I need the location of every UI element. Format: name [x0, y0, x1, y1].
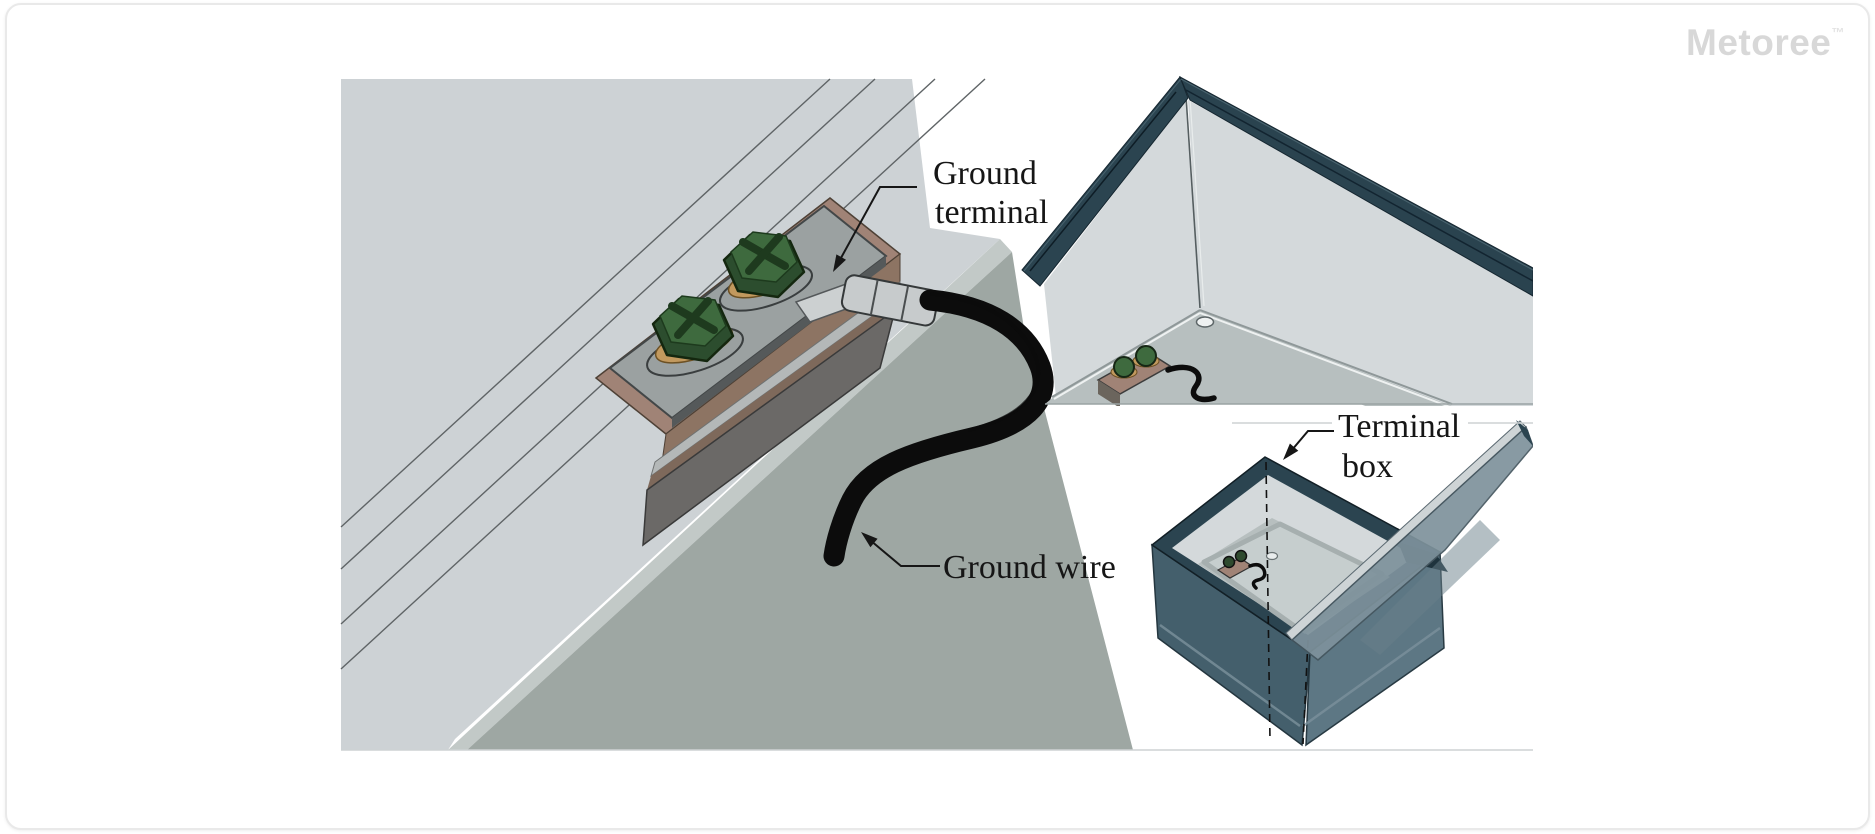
lid-tip-trim [1516, 420, 1533, 446]
ground-wire-sheen [930, 292, 1041, 432]
terminal-box-label-line1: Terminal [1338, 408, 1460, 445]
terminal-screw-rear [719, 231, 813, 312]
arrowhead-icon [1283, 443, 1299, 460]
hidden-edge-dashed [1302, 639, 1309, 745]
hidden-edge-dashed [1265, 461, 1271, 741]
view-terminal-box-open [1150, 420, 1533, 747]
box-right-wall [1188, 100, 1533, 406]
terminal-box-label: Terminal box [1232, 408, 1533, 485]
ground-terminal-small [1096, 345, 1217, 406]
block-base [642, 308, 897, 547]
crimp-ferrule [840, 274, 939, 327]
trademark-icon: ™ [1831, 25, 1845, 40]
view-terminal-box-interior [1021, 75, 1533, 406]
box-left-wall [1044, 100, 1200, 397]
phillips-cross-icon [668, 297, 718, 339]
view-ground-terminal-closeup: Ground terminal Ground wire [340, 78, 1133, 750]
arrowhead-icon [861, 532, 878, 548]
terminal-box-label-line2: box [1342, 448, 1393, 485]
ground-wire [823, 289, 1054, 567]
lid-shading [1360, 520, 1500, 655]
metoree-logo: Metoree™ [1686, 22, 1845, 64]
leader-line [835, 186, 917, 268]
metoree-logo-text: Metoree [1686, 22, 1832, 63]
floor-seam-lines [1051, 309, 1453, 406]
ground-terminal-label: Ground terminal [833, 155, 1048, 272]
block-step-2 [647, 296, 900, 490]
floor-hole [1265, 551, 1279, 561]
arrowhead-icon [833, 254, 846, 272]
floor-hole [1195, 316, 1215, 328]
box-rim-right [1178, 75, 1533, 297]
box-lid-open [1285, 420, 1533, 661]
ground-terminal-label-line1: Ground [933, 155, 1037, 192]
ground-wire-label-text: Ground wire [943, 549, 1116, 586]
ground-terminal-label-line2: terminal [935, 194, 1048, 231]
corner-seam [1185, 95, 1201, 309]
ground-terminal-small [1216, 549, 1267, 590]
ground-wire-label: Ground wire [861, 532, 1116, 586]
lid-underside [1290, 425, 1533, 661]
phillips-cross-icon [739, 233, 789, 275]
terminal-screw-front [646, 295, 744, 377]
enclosure-front-panel [467, 252, 1133, 750]
leader-line [863, 534, 940, 567]
ground-wire-small [1165, 364, 1217, 403]
